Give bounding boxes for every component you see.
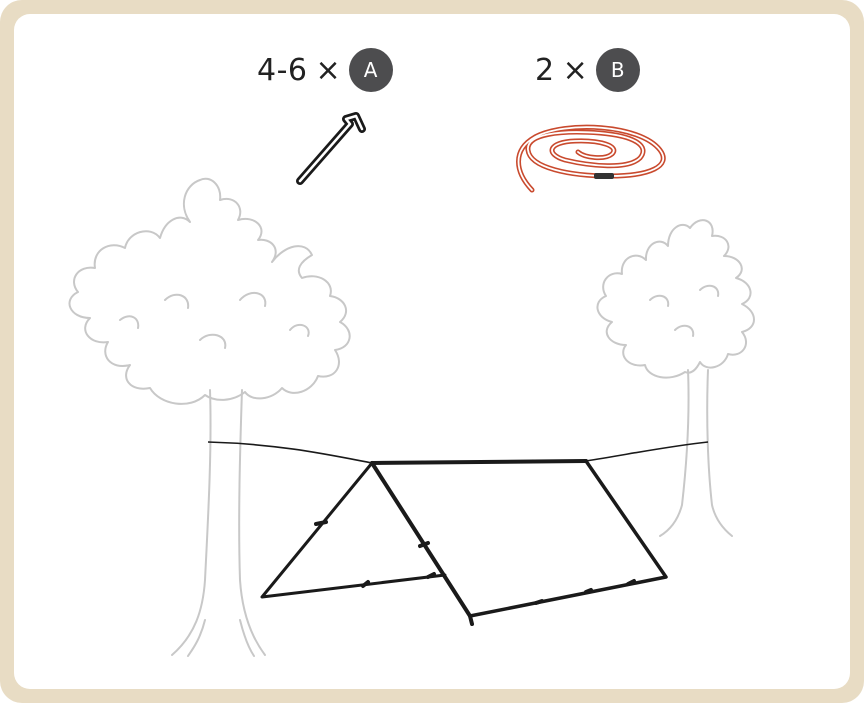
item-a-letter: A (363, 58, 378, 82)
item-b-letter: B (610, 58, 625, 82)
rope-quantity: 2 (535, 52, 555, 88)
right-tree-canopy (596, 219, 755, 379)
tarp-shelter (260, 459, 668, 626)
coiled-rope-icon (516, 124, 666, 193)
peg-quantity-label: 4-6 × A (257, 48, 393, 92)
right-tree (596, 219, 755, 537)
left-tree (68, 177, 351, 657)
rope-quantity-label: 2 × B (535, 48, 640, 92)
item-a-badge: A (348, 48, 393, 92)
tent-peg-icon (296, 112, 366, 185)
ridge-line (207, 441, 709, 464)
left-tree-canopy (68, 177, 351, 405)
right-tree-trunk (659, 369, 733, 537)
item-b-badge: B (595, 48, 640, 92)
peg-quantity: 4-6 (257, 52, 308, 88)
peg-times-sign: × (315, 52, 341, 88)
left-tree-trunk (171, 389, 266, 657)
rope-times-sign: × (562, 52, 588, 88)
rope-tensioner-icon (594, 173, 614, 179)
